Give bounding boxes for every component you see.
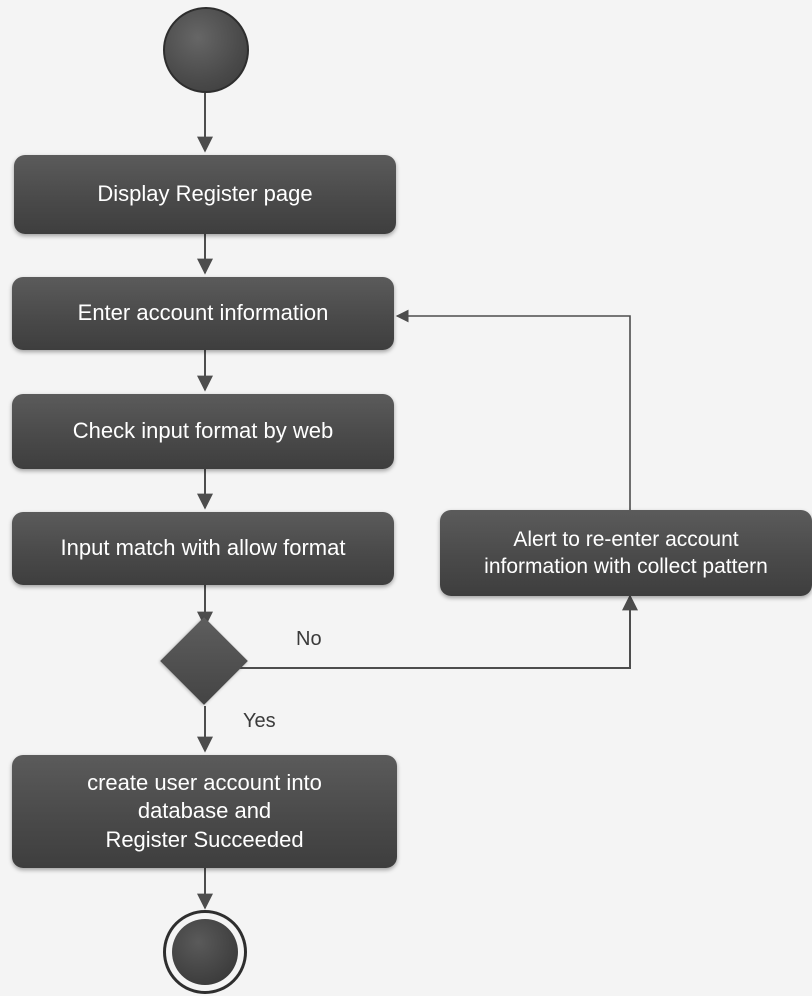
end-node <box>163 910 247 994</box>
node-create-account: create user account into database and Re… <box>12 755 397 868</box>
edge-label-yes: Yes <box>243 710 276 732</box>
node-display-register-page: Display Register page <box>14 155 396 234</box>
node-enter-account-information: Enter account information <box>12 277 394 350</box>
end-node-inner <box>172 919 238 985</box>
node-alert-reenter: Alert to re-enter account information wi… <box>440 510 812 596</box>
node-check-input-format: Check input format by web <box>12 394 394 469</box>
edge-label-no: No <box>296 628 322 650</box>
node-input-match: Input match with allow format <box>12 512 394 585</box>
arrow-decision-no-to-alert <box>240 594 638 669</box>
arrow-alert-to-enter <box>395 309 631 510</box>
start-node <box>163 7 249 93</box>
